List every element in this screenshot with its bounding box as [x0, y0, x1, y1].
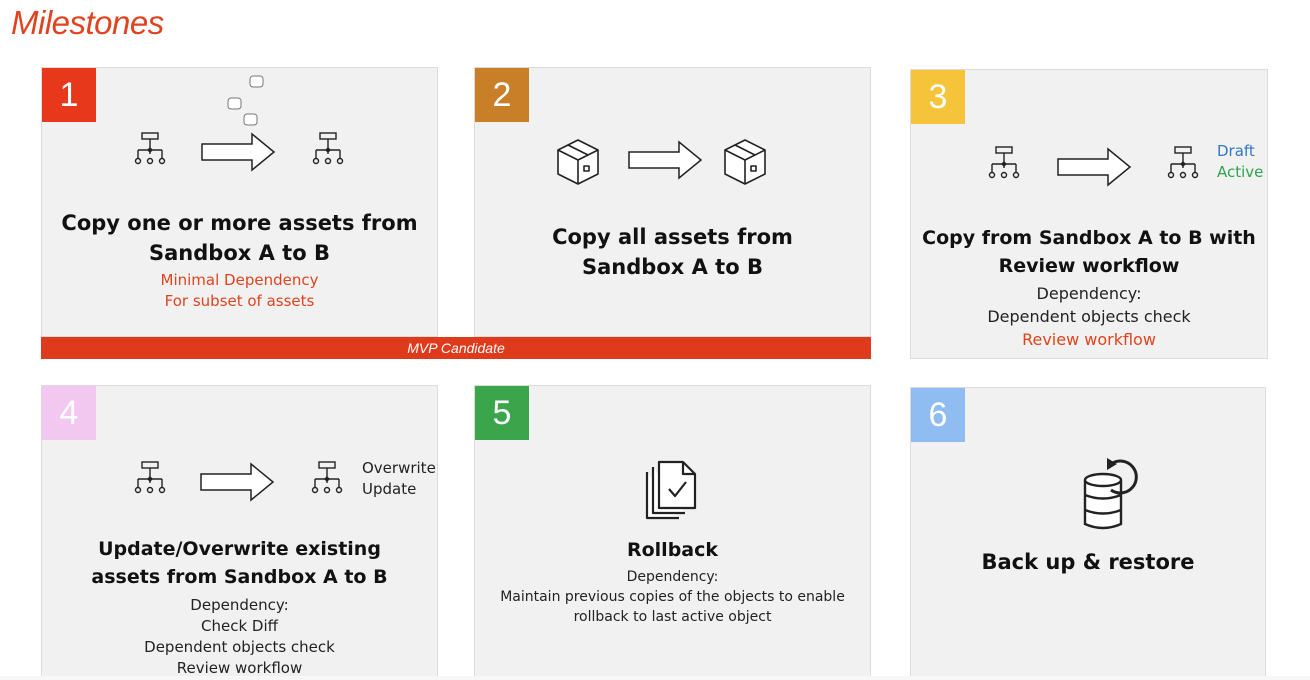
- milestone-card-1: 1 Copy o: [41, 67, 438, 337]
- milestone-detail-4a: Dependency:: [190, 596, 289, 614]
- right-arrow-icon: [1057, 147, 1132, 187]
- milestone-detail-5c: rollback to last active object: [573, 609, 772, 625]
- milestone-heading-2b: Sandbox A to B: [582, 255, 763, 279]
- milestone-heading-6: Back up & restore: [981, 550, 1195, 574]
- state-active-label: Active: [1217, 163, 1264, 181]
- milestone-card-3: 3 Draft Active Copy from Sandbox A to B …: [910, 69, 1268, 359]
- milestone-heading-1b: Sandbox A to B: [149, 241, 330, 265]
- right-arrow-icon: [628, 140, 703, 180]
- milestone-heading-3b: Review workflow: [998, 255, 1180, 277]
- milestone-heading-4b: assets from Sandbox A to B: [91, 566, 388, 588]
- milestone-detail-4b: Check Diff: [201, 617, 278, 635]
- milestone-heading-1a: Copy one or more assets from: [61, 211, 418, 235]
- hierarchy-icon-target: [1167, 146, 1199, 179]
- hierarchy-icon-source: [988, 146, 1020, 179]
- milestone-heading-2a: Copy all assets from: [552, 225, 793, 249]
- milestone-number-3: 3: [911, 70, 965, 124]
- state-draft-label: Draft: [1217, 142, 1255, 160]
- mode-update-label: Update: [362, 480, 417, 498]
- hierarchy-icon-source: [134, 132, 166, 165]
- milestone-card-2: 2 Copy all assets from Sandbox A to B: [474, 67, 871, 337]
- mvp-candidate-bar: MVP Candidate: [41, 337, 871, 359]
- document-stack-check-icon: [645, 460, 697, 520]
- milestone-detail-4c: Dependent objects check: [144, 638, 335, 656]
- hierarchy-icon-target: [312, 132, 344, 165]
- milestone-heading-3a: Copy from Sandbox A to B with: [922, 227, 1256, 249]
- milestone-card-5: 5 Rollback Dependency: Maintain previous…: [474, 385, 871, 677]
- milestone-heading-5: Rollback: [626, 539, 719, 561]
- milestone-detail-5a: Dependency:: [626, 569, 719, 585]
- database-restore-icon: [1083, 458, 1138, 530]
- milestone-detail-4d: Review workflow: [176, 659, 303, 677]
- page-title: Milestones: [11, 4, 164, 41]
- milestone-detail-1b: For subset of assets: [164, 292, 315, 310]
- milestone-card-6: 6 Back up & restore: [910, 387, 1266, 677]
- mode-overwrite-label: Overwrite: [362, 459, 436, 477]
- milestone-number-2: 2: [475, 68, 529, 122]
- hierarchy-icon-target: [311, 461, 343, 494]
- milestone-number-4: 4: [42, 386, 96, 440]
- package-icon-target: [724, 139, 766, 185]
- milestone-detail-5b: Maintain previous copies of the objects …: [500, 589, 845, 605]
- comment-bubbles-icon: [227, 75, 264, 126]
- milestone-card-4: 4 Overwrite Update Update/Overwrite exis…: [41, 385, 438, 677]
- milestone-detail-1a: Minimal Dependency: [160, 271, 319, 289]
- bottom-edge: [0, 676, 1310, 680]
- milestone-number-5: 5: [475, 386, 529, 440]
- hierarchy-icon-source: [134, 461, 166, 494]
- milestone-number-6: 6: [911, 388, 965, 442]
- right-arrow-icon: [201, 132, 276, 172]
- milestone-number-1: 1: [42, 68, 96, 122]
- right-arrow-icon: [200, 462, 275, 502]
- milestone-detail-3a: Dependency:: [1036, 284, 1142, 303]
- package-icon-source: [557, 139, 599, 185]
- milestone-detail-3c: Review workflow: [1022, 330, 1156, 349]
- milestone-detail-3b: Dependent objects check: [987, 307, 1191, 326]
- milestone-heading-4a: Update/Overwrite existing: [98, 538, 381, 560]
